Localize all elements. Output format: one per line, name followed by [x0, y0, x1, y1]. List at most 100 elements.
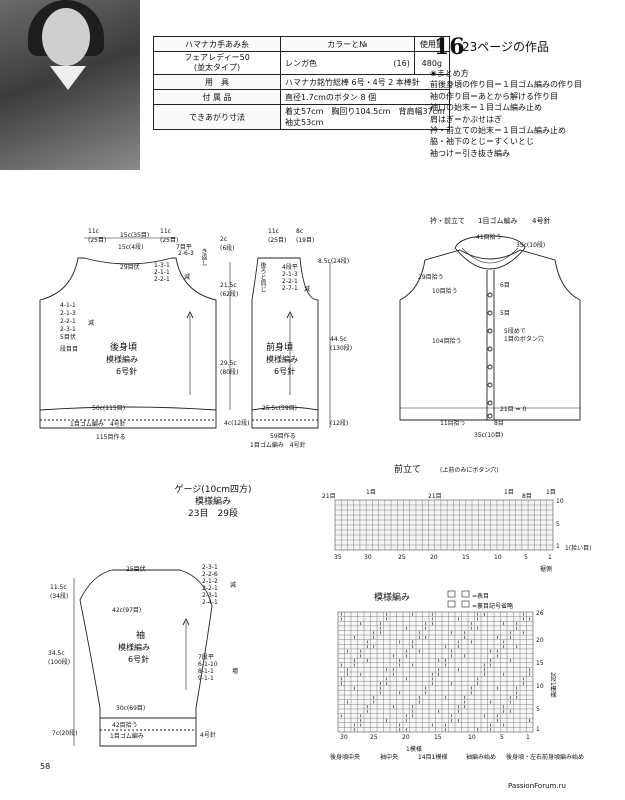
collar-pickup-3: 104目拾う [432, 338, 462, 345]
placket-title: 前立て [394, 465, 422, 475]
spec-table: ハマナカ手あみ糸 カラーと№ 使用量 フェアレディー50 (並太タイプ) レンガ… [153, 36, 450, 130]
pattern-x: 1 [526, 734, 530, 741]
collar-pickup-5: 11目拾う [440, 420, 466, 427]
front-rib [251, 410, 319, 429]
collar-pickup-top: 41目拾う [476, 234, 502, 241]
yarn-type: (並太タイプ) [193, 63, 241, 72]
back-dim-arm: 21.5c(62段) [220, 282, 239, 298]
front-top-1: 11c(25目) [268, 228, 287, 244]
collar-v5: 5目 [500, 310, 510, 317]
collar-pickup-6: 8目 [494, 420, 504, 427]
placket-c21b: 21目 [428, 493, 442, 500]
back-pattern: 模様編み [106, 355, 138, 364]
sleeve-w-lower: 30c(69目) [116, 705, 146, 712]
legend-1: =表目 [472, 593, 490, 600]
pattern-x: 25 [370, 734, 378, 741]
button [487, 310, 493, 316]
back-body-outline [39, 257, 217, 411]
pattern-y: 20 [536, 637, 544, 644]
collar-needle: 4号針 [532, 217, 551, 225]
back-dim-shoulder: 2c(6段) [220, 236, 235, 252]
placket-y10: 10 [556, 498, 564, 505]
back-cast-on: 115目作る [96, 434, 126, 441]
front-dim-neck: 8.5c(24段) [318, 258, 350, 265]
pattern-y: 15 [536, 660, 544, 667]
button [487, 346, 493, 352]
button [487, 400, 493, 406]
summary-line: 肩はぎ＝かぶせはぎ [430, 114, 502, 124]
front-body-outline [251, 257, 319, 411]
gauge-title: ゲージ(10cm四方) [174, 485, 252, 495]
summary-line: 袖の作り目＝あとから解ける作り目 [430, 91, 558, 101]
placket-x: 5 [524, 554, 528, 561]
gauge-value: 23目 29段 [188, 509, 238, 519]
back-stop: き返し [200, 248, 207, 266]
sleeve-rib-h: 7c(20段) [52, 730, 78, 737]
placket-c8: 8目 [522, 493, 532, 500]
back-armhole-dec: 減 [88, 320, 95, 327]
placket-x: 1 [548, 554, 552, 561]
pattern-f1: 後身頃中央 [330, 754, 361, 761]
front-top-2: 8c(19目) [296, 228, 315, 244]
front-rib-h: (12段) [330, 420, 349, 427]
sleeve-outline [79, 569, 213, 719]
sleeve-rib: 1目ゴム編み [110, 733, 144, 740]
sleeve-inc: 増 [232, 668, 239, 675]
placket-y1: 1 [556, 543, 560, 550]
button [487, 382, 493, 388]
button [487, 364, 493, 370]
front-note: 後ろと同じ [259, 262, 266, 292]
placket-x: 20 [430, 554, 438, 561]
sleeve-cap-h: 11.5c(34段) [50, 584, 69, 600]
back-top-left: 11c(25目) [88, 228, 107, 244]
back-title: 後身頃 [110, 343, 138, 353]
col-color: カラーと№ [280, 36, 415, 52]
collar-pickup-1: 29目拾う [418, 274, 444, 281]
back-rib-h: 4c(12段) [224, 420, 250, 427]
button [487, 328, 493, 334]
sleeve-dec: 減 [230, 582, 237, 589]
back-shoulder-stop: 29目伏 [120, 264, 140, 271]
front-dec: 減 [304, 286, 311, 293]
front-needle: 6号針 [274, 367, 296, 376]
front-cast-on: 59目作る [270, 433, 296, 440]
back-dec-label: 減 [184, 274, 191, 281]
sleeve-pattern: 模様編み [118, 643, 150, 652]
placket-y5: 5 [556, 521, 560, 528]
color-no: (16) [363, 51, 415, 75]
pattern-y: 10 [536, 683, 544, 690]
placket-subtitle: (上前のみにボタン穴) [440, 467, 499, 474]
pattern-y: 26 [536, 610, 544, 617]
collar-v6: 6目 [500, 282, 510, 289]
collar-rib: 1目ゴム編み [478, 217, 518, 225]
legend-2: =裏目記号省略 [472, 603, 514, 610]
back-needle: 6号針 [116, 367, 138, 376]
pattern-f2: 袖中央 [380, 754, 399, 761]
back-dec-1: 2-6-3 [178, 250, 194, 257]
sleeve-dim-len: 34.5c(100段) [48, 650, 71, 666]
collar-pickup-2: 10目拾う [432, 288, 458, 295]
summary-line: 脇・袖下のとじ＝すくいとじ [430, 137, 534, 147]
summary-heading: ❀まとめ方 [430, 69, 469, 78]
collar-title: 衿・前立て [430, 217, 465, 225]
pattern-title: 23ページの作品 [462, 40, 550, 54]
collar-pickup-4: 21目 = 0 [500, 406, 527, 413]
back-neck-width: 15c(35目) [120, 232, 150, 239]
pattern-x: 15 [434, 734, 442, 741]
summary-line: 前後身頃の作り目＝１目ゴム編みの作り目 [430, 80, 582, 90]
placket-x: 25 [398, 554, 406, 561]
placket-c1c: 1目 [546, 489, 556, 496]
pattern-x: 10 [468, 734, 476, 741]
pattern-number: 16 [434, 34, 465, 60]
size-line-1: 着丈57cm 胸回り104.5cm 背肩幅37cm [285, 107, 445, 116]
front-rib: 1目ゴム編み 4号針 [250, 442, 306, 449]
collar-buttonhole-2: 1目のボタン穴 [504, 336, 544, 343]
collar-outline [454, 235, 526, 270]
placket-x: 10 [494, 554, 502, 561]
placket-edge: 裾側 [540, 566, 553, 573]
col-yarn: ハマナカ手あみ糸 [153, 36, 281, 52]
